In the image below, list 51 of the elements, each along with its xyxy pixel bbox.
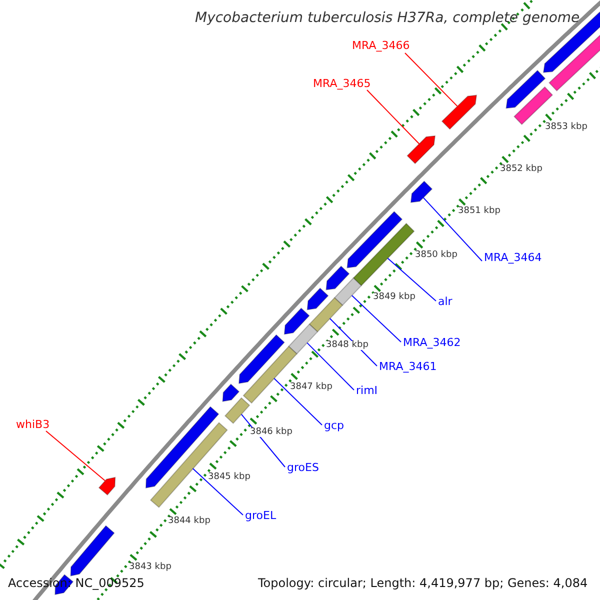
scale-label: 3851 kbp xyxy=(458,207,500,216)
gene-label: groES xyxy=(287,462,319,473)
scale-label: 3853 kbp xyxy=(545,123,588,132)
gene-label: whiB3 xyxy=(16,419,50,430)
gene-block xyxy=(506,70,546,109)
leader-line xyxy=(366,90,420,144)
gene-block xyxy=(441,94,478,130)
scale-label: 3849 kbp xyxy=(373,293,416,302)
gene-bar xyxy=(150,422,228,508)
leader-line xyxy=(422,197,482,262)
scale-label: 3850 kbp xyxy=(415,251,458,260)
gene-block xyxy=(222,384,240,402)
leader-line xyxy=(192,468,244,516)
gene-block xyxy=(238,334,285,384)
leader-line xyxy=(306,342,354,390)
scale-label: 3844 kbp xyxy=(168,517,210,526)
gene-bar xyxy=(224,397,250,424)
scale-label: 3845 kbp xyxy=(208,473,250,482)
gene-label: MRA_3462 xyxy=(403,337,461,348)
scale-label: 3843 kbp xyxy=(129,563,172,572)
scale-label: 3847 kbp xyxy=(290,383,332,392)
gene-label: groEL xyxy=(245,510,276,521)
leader-line xyxy=(351,295,402,342)
gene-label: MRA_3464 xyxy=(484,252,542,263)
gene-label: MRA_3461 xyxy=(379,361,437,372)
gene-bar xyxy=(352,222,415,286)
gene-block xyxy=(306,288,329,310)
gene-block xyxy=(406,135,436,164)
gene-block xyxy=(70,525,115,577)
footer-text: Topology: circular; Length: 4,419,977 bp; Genes: 4,084 xyxy=(258,577,588,589)
gene-block xyxy=(284,308,310,335)
gene-block xyxy=(410,180,433,203)
title: Mycobacterium tuberculosis H37Ra, complete genome xyxy=(195,11,580,25)
leader-line xyxy=(274,378,322,426)
gene-label: alr xyxy=(438,296,452,307)
leader-line xyxy=(387,258,436,302)
gene-bar xyxy=(334,277,362,306)
gene-label: MRA_3465 xyxy=(313,78,371,89)
gene-label: MRA_3466 xyxy=(352,40,410,51)
gene-bar xyxy=(288,324,318,355)
gene-bar xyxy=(308,297,344,332)
leader-line xyxy=(404,52,458,107)
gene-block xyxy=(98,476,116,496)
leader-line xyxy=(46,430,106,482)
gene-block xyxy=(346,210,403,268)
gene-block xyxy=(326,266,350,290)
gene-label: gcp xyxy=(324,420,344,431)
gene-label: rimI xyxy=(356,385,378,396)
scale-label: 3848 kbp xyxy=(326,341,368,350)
scale-label: 3852 kbp xyxy=(500,165,542,174)
scale-label: 3846 kbp xyxy=(250,428,292,437)
